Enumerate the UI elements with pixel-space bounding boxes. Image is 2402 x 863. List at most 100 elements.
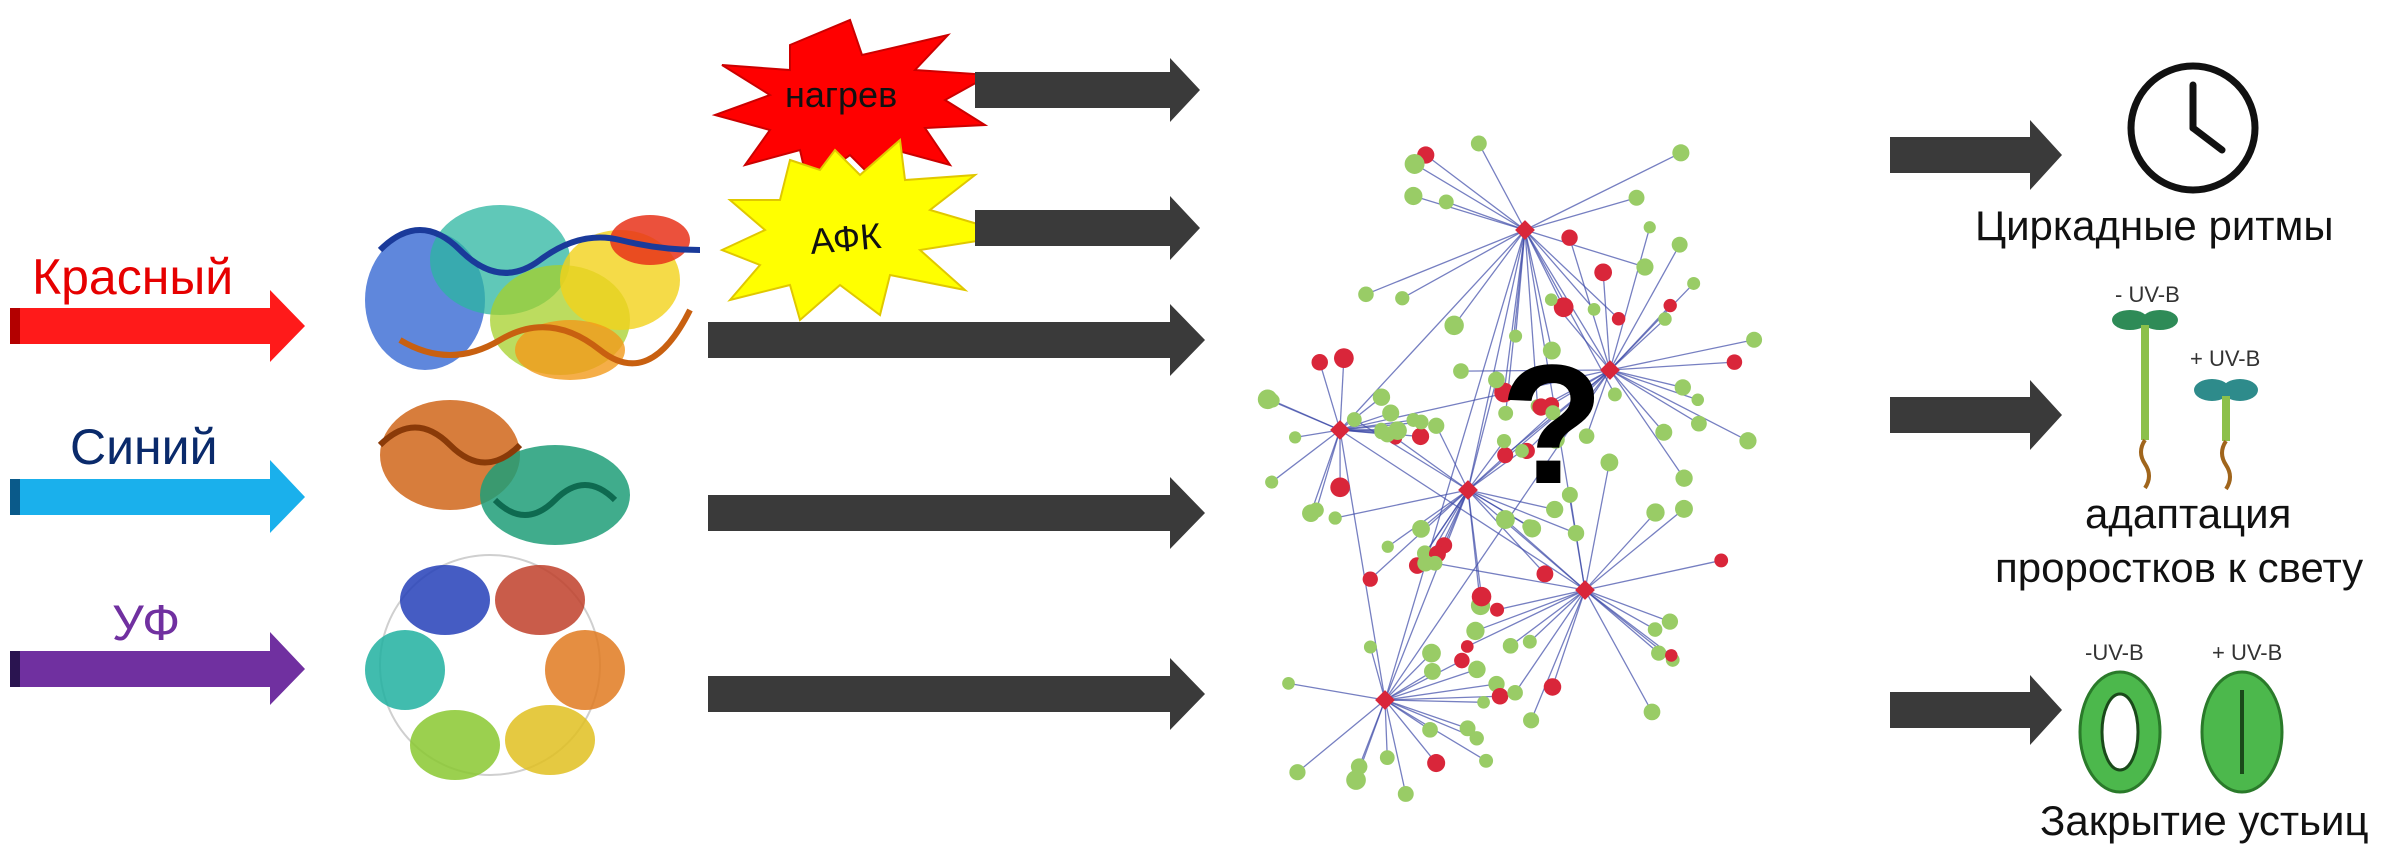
network-node xyxy=(1714,553,1729,568)
network-node xyxy=(1543,678,1562,696)
network-edge xyxy=(1609,244,1681,371)
network-node xyxy=(1651,645,1667,661)
network-node xyxy=(1671,236,1688,253)
network-edge xyxy=(1384,652,1432,701)
network-node xyxy=(1328,511,1342,525)
network-node xyxy=(1542,341,1561,360)
network-node xyxy=(1311,354,1328,371)
network-edge xyxy=(1369,646,1386,701)
network-edge xyxy=(1384,668,1478,701)
network-node xyxy=(1404,154,1425,174)
network-edge xyxy=(1510,589,1586,647)
network-edge xyxy=(1609,369,1749,442)
network-node xyxy=(1578,428,1595,444)
network-node xyxy=(1628,189,1645,206)
network-node xyxy=(1423,662,1441,680)
network-node xyxy=(1663,298,1677,313)
network-edge xyxy=(1339,369,1611,431)
network-node xyxy=(1427,555,1443,571)
network-node xyxy=(1490,602,1505,617)
network-edge xyxy=(1267,398,1341,431)
network-node xyxy=(1397,785,1414,802)
network-node xyxy=(1330,477,1350,498)
network-edge xyxy=(1584,589,1672,656)
network-hub-node xyxy=(1330,420,1350,440)
network-edge xyxy=(1413,195,1526,231)
blue-to-network-arrow xyxy=(708,477,1205,549)
red-light-label: Красный xyxy=(32,249,234,305)
network-node xyxy=(1388,421,1407,440)
network-edge xyxy=(1609,369,1700,425)
network-node xyxy=(1454,652,1470,669)
stomata-minus-uvb-label: -UV-B xyxy=(2085,640,2144,665)
network-edge xyxy=(1310,429,1341,514)
seedling-adaptation-label-line2: проростков к свету xyxy=(1995,544,2364,591)
network-edge xyxy=(1467,379,1498,491)
network-edge xyxy=(1401,229,1526,299)
network-edge xyxy=(1524,229,1620,320)
network-node xyxy=(1643,703,1661,721)
network-to-circadian-arrow xyxy=(1890,120,2062,190)
network-edge xyxy=(1446,201,1526,231)
network-node xyxy=(1333,348,1354,369)
network-node xyxy=(1672,144,1690,162)
seedling-plus-uvb-label: + UV-B xyxy=(2190,346,2261,371)
network-node xyxy=(1372,388,1391,406)
ros-to-network-arrow xyxy=(975,196,1200,260)
network-edge xyxy=(1609,227,1651,371)
network-node xyxy=(1468,660,1486,679)
network-edge xyxy=(1584,559,1722,591)
heat-label: нагрев xyxy=(785,74,898,115)
seedling-minus-uvb-label: - UV-B xyxy=(2115,282,2180,307)
network-edge xyxy=(1496,589,1586,611)
network-node xyxy=(1536,565,1554,583)
network-edge xyxy=(1384,699,1437,764)
network-node xyxy=(1675,469,1693,487)
network-edge xyxy=(1524,152,1682,231)
uv-light-arrow xyxy=(10,632,305,705)
blue-light-arrow xyxy=(10,460,305,533)
network-node xyxy=(1381,540,1394,553)
network-node xyxy=(1496,433,1512,449)
seedling-icon xyxy=(2112,310,2258,491)
network-node xyxy=(1491,687,1509,705)
network-node xyxy=(1532,398,1550,416)
network-node xyxy=(1382,404,1400,422)
network-node xyxy=(1607,387,1622,402)
network-node xyxy=(1546,500,1564,519)
network-edge xyxy=(1569,494,1586,591)
network-edge xyxy=(1365,229,1526,295)
network-edge xyxy=(1584,512,1656,591)
network-node xyxy=(1567,525,1585,542)
network-edge xyxy=(1529,589,1586,643)
network-edge xyxy=(1435,425,1469,491)
red-light-arrow xyxy=(10,290,305,362)
network-node xyxy=(1413,414,1429,430)
clock-icon xyxy=(2127,62,2259,194)
network-node xyxy=(1691,393,1705,407)
network-node xyxy=(1470,135,1487,152)
network-node xyxy=(1444,315,1464,336)
network-node xyxy=(1358,286,1374,303)
network-edge xyxy=(1584,508,1685,591)
network-node xyxy=(1289,764,1306,781)
stomata-icon xyxy=(2078,670,2284,794)
network-node xyxy=(1507,684,1523,701)
network-node xyxy=(1395,291,1410,306)
network-node xyxy=(1257,389,1278,410)
network-edge xyxy=(1555,369,1611,440)
network-node xyxy=(1643,221,1656,234)
network-edge xyxy=(1384,699,1407,795)
network-node xyxy=(1523,712,1540,729)
ros-burst-icon xyxy=(719,138,1016,322)
signaling-network-graph xyxy=(1257,135,1763,802)
network-node xyxy=(1546,430,1565,449)
network-node xyxy=(1469,731,1484,746)
network-edge xyxy=(1524,197,1637,231)
network-edge xyxy=(1568,237,1611,371)
network-to-seedling-arrow xyxy=(1890,380,2062,450)
network-edge xyxy=(1425,154,1526,231)
network-node xyxy=(1594,263,1613,282)
network-edge xyxy=(1524,229,1553,351)
